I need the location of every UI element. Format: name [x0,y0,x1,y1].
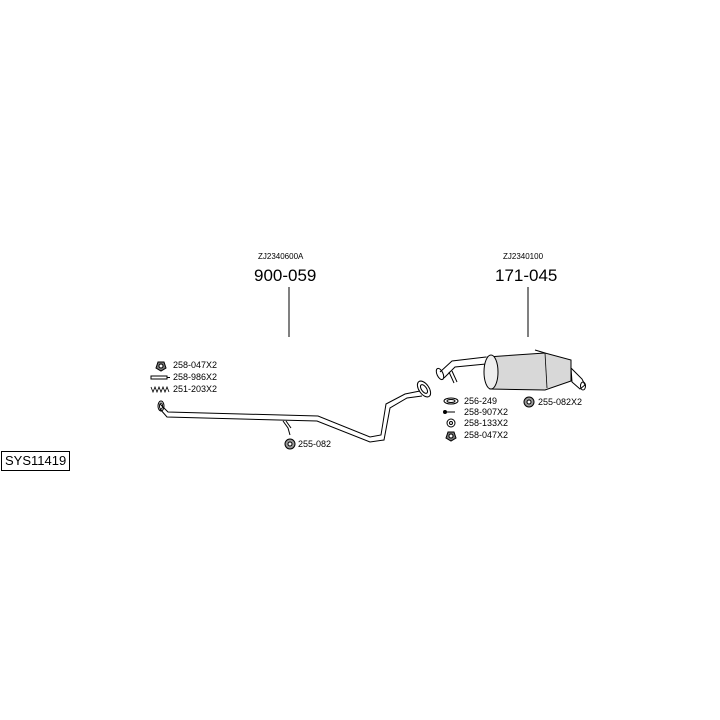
hanger-label-rear[interactable]: 255-082X2 [538,397,583,407]
fitting-label[interactable]: 258-133X2 [464,418,509,428]
nut-icon [445,431,457,442]
assembly-ref-front: ZJ2340600A [258,252,304,261]
front-pipe [159,390,423,443]
fitting-label[interactable]: 258-047X2 [173,360,218,370]
spring-icon [150,385,170,394]
diagram-id-box: SYS11419 [1,451,71,471]
hanger-label-front[interactable]: 255-082 [298,439,332,449]
fitting-label[interactable]: 251-203X2 [173,384,218,394]
muffler [483,349,586,391]
fitting-label[interactable]: 258-907X2 [464,407,509,417]
assembly-ref-rear: ZJ2340100 [503,252,544,261]
fitting-label[interactable]: 258-047X2 [464,430,509,440]
mid-flange [416,380,432,398]
bolt-icon [150,375,170,380]
fitting-label[interactable]: 256-249 [464,396,498,406]
rubber-hanger-icon [523,396,535,408]
fitting-label[interactable]: 258-986X2 [173,372,218,382]
rear-pipe [435,356,487,384]
rubber-hanger-icon [284,438,296,450]
nut-icon [155,361,167,372]
gasket-icon [443,397,459,405]
part-number-front[interactable]: 900-059 [254,266,317,285]
washer-icon [446,418,456,428]
bolt-icon [443,410,455,414]
part-number-rear[interactable]: 171-045 [495,266,558,285]
hanger-bracket-front [282,420,292,436]
front-flange [157,400,165,412]
